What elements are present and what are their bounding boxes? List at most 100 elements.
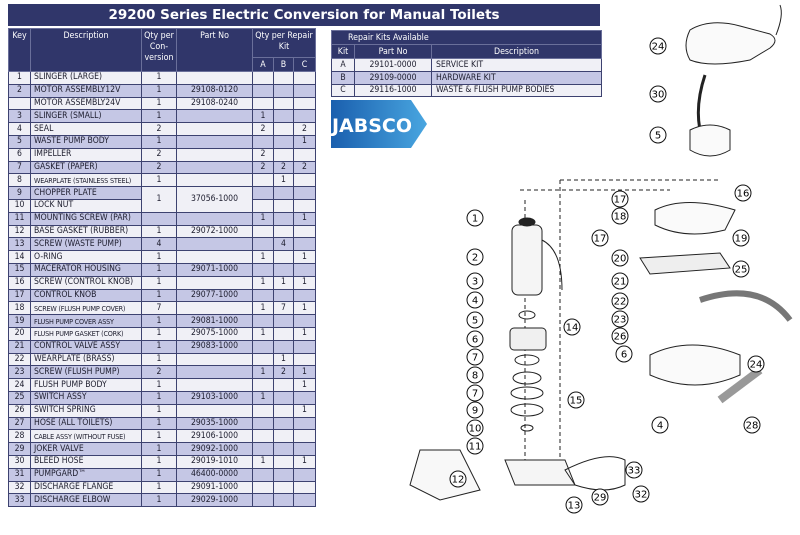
callout-13: 13 xyxy=(565,496,583,514)
header-qty-repair-kit: Qty per Repair Kit xyxy=(251,28,317,58)
key-cell: 5 xyxy=(8,134,31,149)
kit-a-qty-cell xyxy=(252,262,274,277)
callout-label: 21 xyxy=(614,277,627,288)
kit-c-qty-cell: 1 xyxy=(292,454,317,469)
kit-a-qty-cell xyxy=(252,186,274,200)
qty-conversion-cell: 1 xyxy=(141,403,177,418)
part-no-cell xyxy=(176,147,253,162)
kit-b-qty-cell: 1 xyxy=(273,173,294,188)
kit-a-qty-cell: 1 xyxy=(252,365,274,380)
key-cell: 32 xyxy=(8,480,31,495)
part-no-cell: 37056-1000 xyxy=(176,186,253,213)
callout-label: 13 xyxy=(568,501,581,512)
kit-a-qty-cell xyxy=(252,442,274,456)
qty-conversion-cell: 1 xyxy=(141,186,177,213)
header-kit-b: B xyxy=(273,57,294,72)
kit-b-qty-cell xyxy=(273,109,294,124)
kit-b-qty-cell xyxy=(273,416,294,431)
callout-6: 6 xyxy=(466,330,484,348)
qty-conversion-cell: 1 xyxy=(141,96,177,111)
kit-c-qty-cell xyxy=(292,467,317,482)
kit-b-qty-cell xyxy=(273,403,294,418)
key-cell: 9 xyxy=(8,186,31,200)
kit-c-qty-cell: 1 xyxy=(292,211,317,226)
kit-a-qty-cell xyxy=(252,71,274,85)
callout-14: 14 xyxy=(563,318,581,336)
kit-b-qty-cell xyxy=(273,493,294,508)
key-cell: 25 xyxy=(8,390,31,405)
kit-b-qty-cell xyxy=(273,288,294,303)
callout-label: 4 xyxy=(657,421,663,432)
key-cell: 21 xyxy=(8,339,31,354)
qty-conversion-cell: 1 xyxy=(141,480,177,495)
qty-conversion-cell: 2 xyxy=(141,160,177,175)
key-cell: 10 xyxy=(8,198,31,213)
kit-c-qty-cell: 1 xyxy=(292,301,317,316)
callout-1: 1 xyxy=(466,209,484,227)
part-no-cell: 29071-1000 xyxy=(176,262,253,277)
callout-7: 7 xyxy=(466,384,484,402)
part-no-cell: 29083-1000 xyxy=(176,339,253,354)
qty-conversion-cell: 1 xyxy=(141,224,177,239)
callout-30: 30 xyxy=(649,85,667,103)
description-cell: HOSE (ALL TOILETS) xyxy=(30,416,142,431)
header-qty-conversion: Qty per Con- version xyxy=(141,28,177,72)
kit-c-qty-cell xyxy=(292,493,317,508)
callout-label: 11 xyxy=(469,442,482,453)
header-key: Key xyxy=(8,28,31,72)
kits-title: Repair Kits Available xyxy=(330,30,603,45)
part-no-cell: 29092-1000 xyxy=(176,442,253,456)
description-cell: JOKER VALVE xyxy=(30,442,142,456)
callout-label: 2 xyxy=(472,253,478,264)
kit-a-qty-cell xyxy=(252,493,274,508)
kits-header-description: Description xyxy=(430,44,603,59)
qty-conversion-cell: 1 xyxy=(141,493,177,508)
description-cell: FLUSH PUMP COVER ASSY xyxy=(30,314,142,328)
part-no-cell xyxy=(176,211,253,226)
callout-label: 6 xyxy=(621,350,627,361)
callout-18: 18 xyxy=(611,207,629,225)
description-cell: DISCHARGE ELBOW xyxy=(30,493,142,508)
kit-b-qty-cell: 7 xyxy=(273,301,294,316)
key-cell: 22 xyxy=(8,352,31,367)
kit-part-no-cell: 29116-1000 xyxy=(354,83,432,98)
description-cell: SCREW (FLUSH PUMP) xyxy=(30,365,142,380)
description-cell: CHOPPER PLATE xyxy=(30,186,142,200)
part-no-cell: 29077-1000 xyxy=(176,288,253,303)
key-cell: 20 xyxy=(8,326,31,341)
callout-8: 8 xyxy=(466,366,484,384)
key-cell: 1 xyxy=(8,71,31,85)
kit-c-qty-cell xyxy=(292,288,317,303)
kit-c-qty-cell xyxy=(292,147,317,162)
part-no-cell: 29081-1000 xyxy=(176,314,253,328)
description-cell: MACERATOR HOUSING xyxy=(30,262,142,277)
kit-a-qty-cell: 1 xyxy=(252,454,274,469)
part-no-cell: 29075-1000 xyxy=(176,326,253,341)
kit-c-qty-cell xyxy=(292,314,317,328)
kit-a-qty-cell xyxy=(252,339,274,354)
callout-17: 17 xyxy=(611,190,629,208)
kit-c-qty-cell: 1 xyxy=(292,403,317,418)
key-cell: 16 xyxy=(8,275,31,290)
kit-a-qty-cell xyxy=(252,403,274,418)
kit-a-qty-cell xyxy=(252,134,274,149)
kit-a-qty-cell: 2 xyxy=(252,122,274,136)
callout-label: 30 xyxy=(652,90,665,101)
key-cell: 11 xyxy=(8,211,31,226)
key-cell xyxy=(8,96,31,111)
